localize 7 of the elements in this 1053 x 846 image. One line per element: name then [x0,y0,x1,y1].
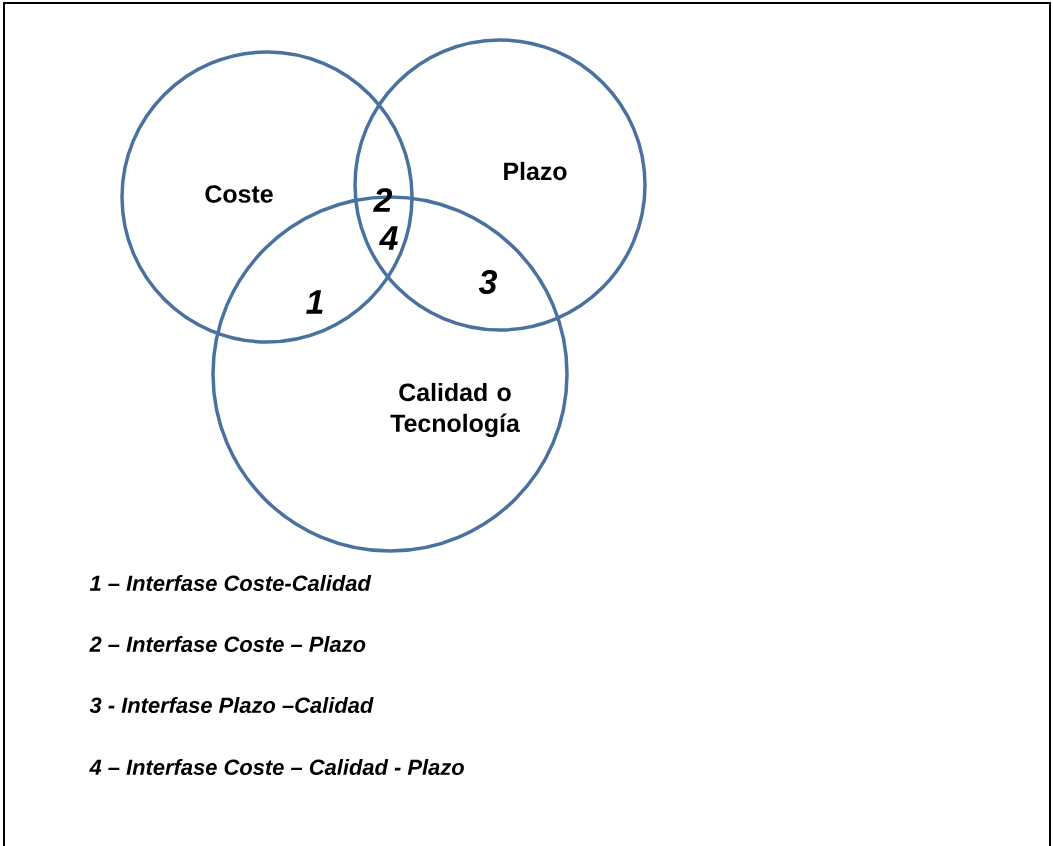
key-text: 1 – Interfase Coste-Calidad [89,574,372,592]
key-text: 3 - Interfase Plazo –Calidad [89,696,374,714]
region-number: 3 [478,270,498,294]
key-text: 2 – Interfase Coste – Plazo [89,635,366,653]
region-number: 4 [379,226,398,250]
region-number: 1 [306,290,323,314]
key-text: 4 – Interfase Coste – Calidad - Plazo [89,758,464,776]
